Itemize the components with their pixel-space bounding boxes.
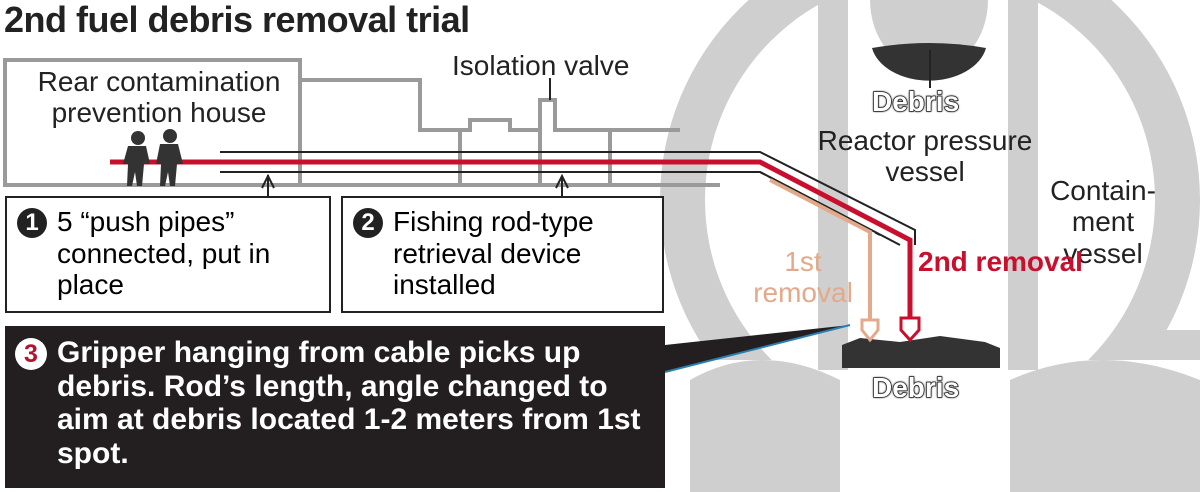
step-1-number: 1 <box>17 208 47 238</box>
debris-bottom <box>842 336 1000 368</box>
building-outline <box>3 58 720 187</box>
step-2-box: 2 Fishing rod-type retrieval device inst… <box>341 196 664 313</box>
step-2-number: 2 <box>353 208 383 238</box>
debris-top-label: Debris <box>871 85 960 118</box>
isolation-valve-label: Isolation valve <box>452 50 630 81</box>
debris-bottom-label: Debris <box>871 371 960 404</box>
first-removal-rod <box>769 178 872 320</box>
first-removal-label: 1st removal <box>753 246 853 309</box>
step-2-text: Fishing rod-type retrieval device instal… <box>393 206 594 301</box>
step-3-number: 3 <box>15 338 47 370</box>
push-pipes <box>110 151 916 320</box>
workers-icon <box>123 129 183 186</box>
rear-house-label: Rear contamination prevention house <box>37 66 281 129</box>
step-1-text: 5 “push pipes” connected, put in place <box>57 206 271 301</box>
step-3-text: Gripper hanging from cable picks up debr… <box>57 336 641 470</box>
first-gripper-icon <box>860 318 880 343</box>
containment-label: Contain-ment vessel <box>1050 175 1156 269</box>
second-gripper-icon <box>899 316 921 343</box>
step-1-box: 1 5 “push pipes” connected, put in place <box>5 196 331 313</box>
second-removal-label: 2nd removal <box>918 246 1083 277</box>
step-3-box: 3 Gripper hanging from cable picks up de… <box>5 326 665 488</box>
rpv-label: Reactor pressure vessel <box>817 125 1033 188</box>
page-title: 2nd fuel debris removal trial <box>4 0 470 40</box>
second-removal-rod <box>110 159 913 320</box>
